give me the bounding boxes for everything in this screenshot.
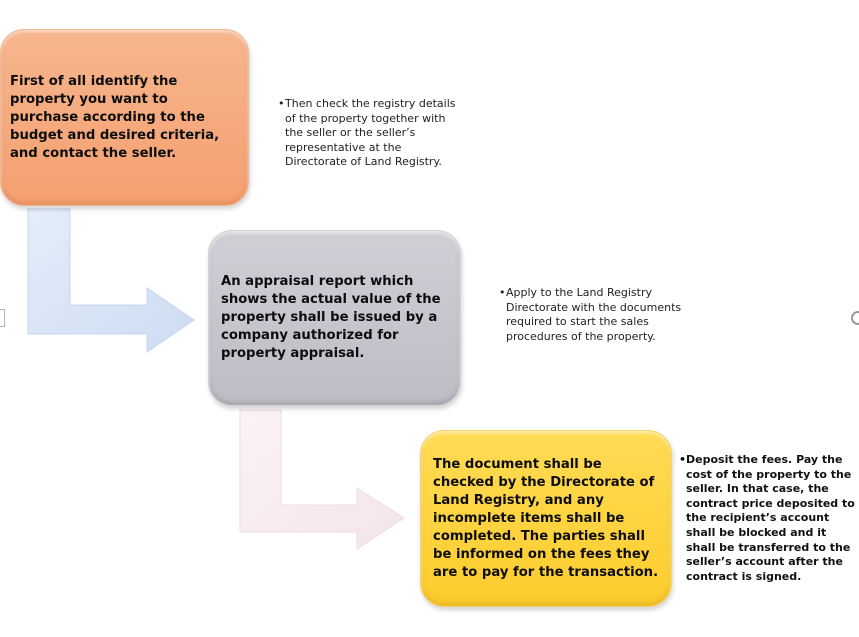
left-edge-handle[interactable] [0,309,5,327]
right-edge-rotate-handle-icon[interactable] [851,311,859,325]
flow-arrow-step1-to-step2 [27,208,195,353]
step-1-note-text: Then check the registry details of the p… [285,97,456,169]
step-2-note-text: Apply to the Land Registry Directorate w… [506,286,682,343]
step-2-box: An appraisal report which shows the actu… [208,230,461,406]
step-1-note: • Then check the registry details of the… [278,97,460,170]
bullet-marker: • [679,453,687,466]
step-3-text: The document shall be checked by the Dir… [433,456,659,580]
step-1-box: First of all identify the property you w… [0,29,249,206]
bullet-marker: • [278,97,285,110]
step-2-text: An appraisal report which shows the actu… [221,274,441,361]
step-2-note: • Apply to the Land Registry Directorate… [499,286,691,344]
step-3-box: The document shall be checked by the Dir… [420,430,672,607]
step-3-note: • Deposit the fees. Pay the cost of the … [679,453,856,584]
flow-arrow-step2-to-step3 [239,409,405,550]
step-3-note-text: Deposit the fees. Pay the cost of the pr… [686,453,855,583]
step-1-text: First of all identify the property you w… [10,73,220,161]
bullet-marker: • [499,286,506,299]
